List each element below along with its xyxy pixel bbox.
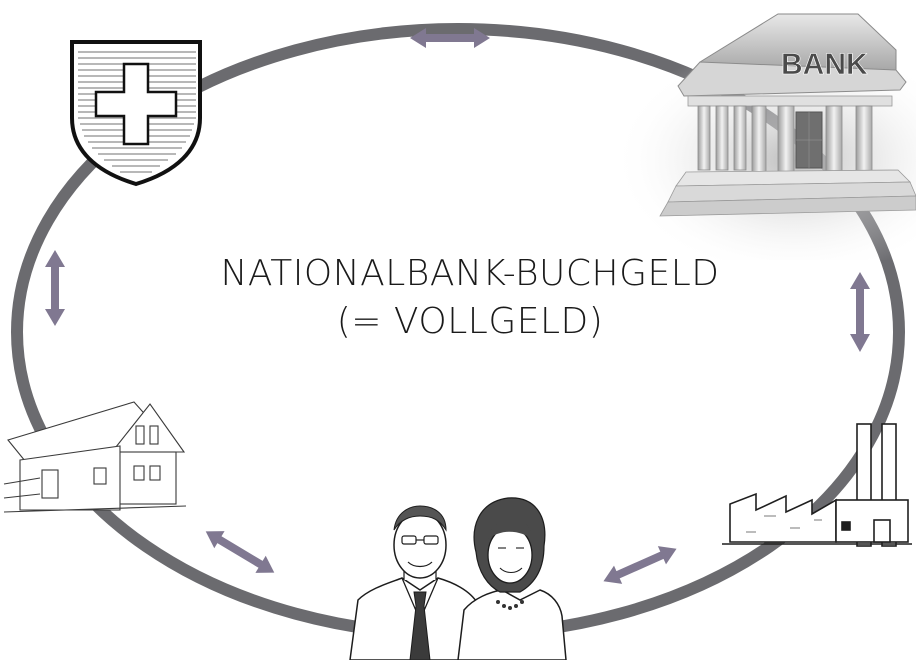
arrow-left: [45, 250, 65, 326]
bank-sign: BANK: [781, 48, 868, 81]
factory-icon: [722, 423, 912, 547]
center-title-line-1: NATIONALBANK-BUCHGELD: [220, 253, 720, 294]
arrow-right: [850, 272, 870, 352]
people-icon: [349, 497, 567, 660]
arrow-bottom-right: [603, 546, 677, 584]
arrow-top: [410, 28, 490, 48]
center-title-line-2: (= VOLLGELD): [336, 301, 604, 342]
arrow-bottom-left: [205, 531, 275, 573]
bank-building-icon: BANK: [612, 13, 916, 260]
house-icon: [3, 401, 187, 513]
swiss-shield-icon: [70, 40, 202, 187]
